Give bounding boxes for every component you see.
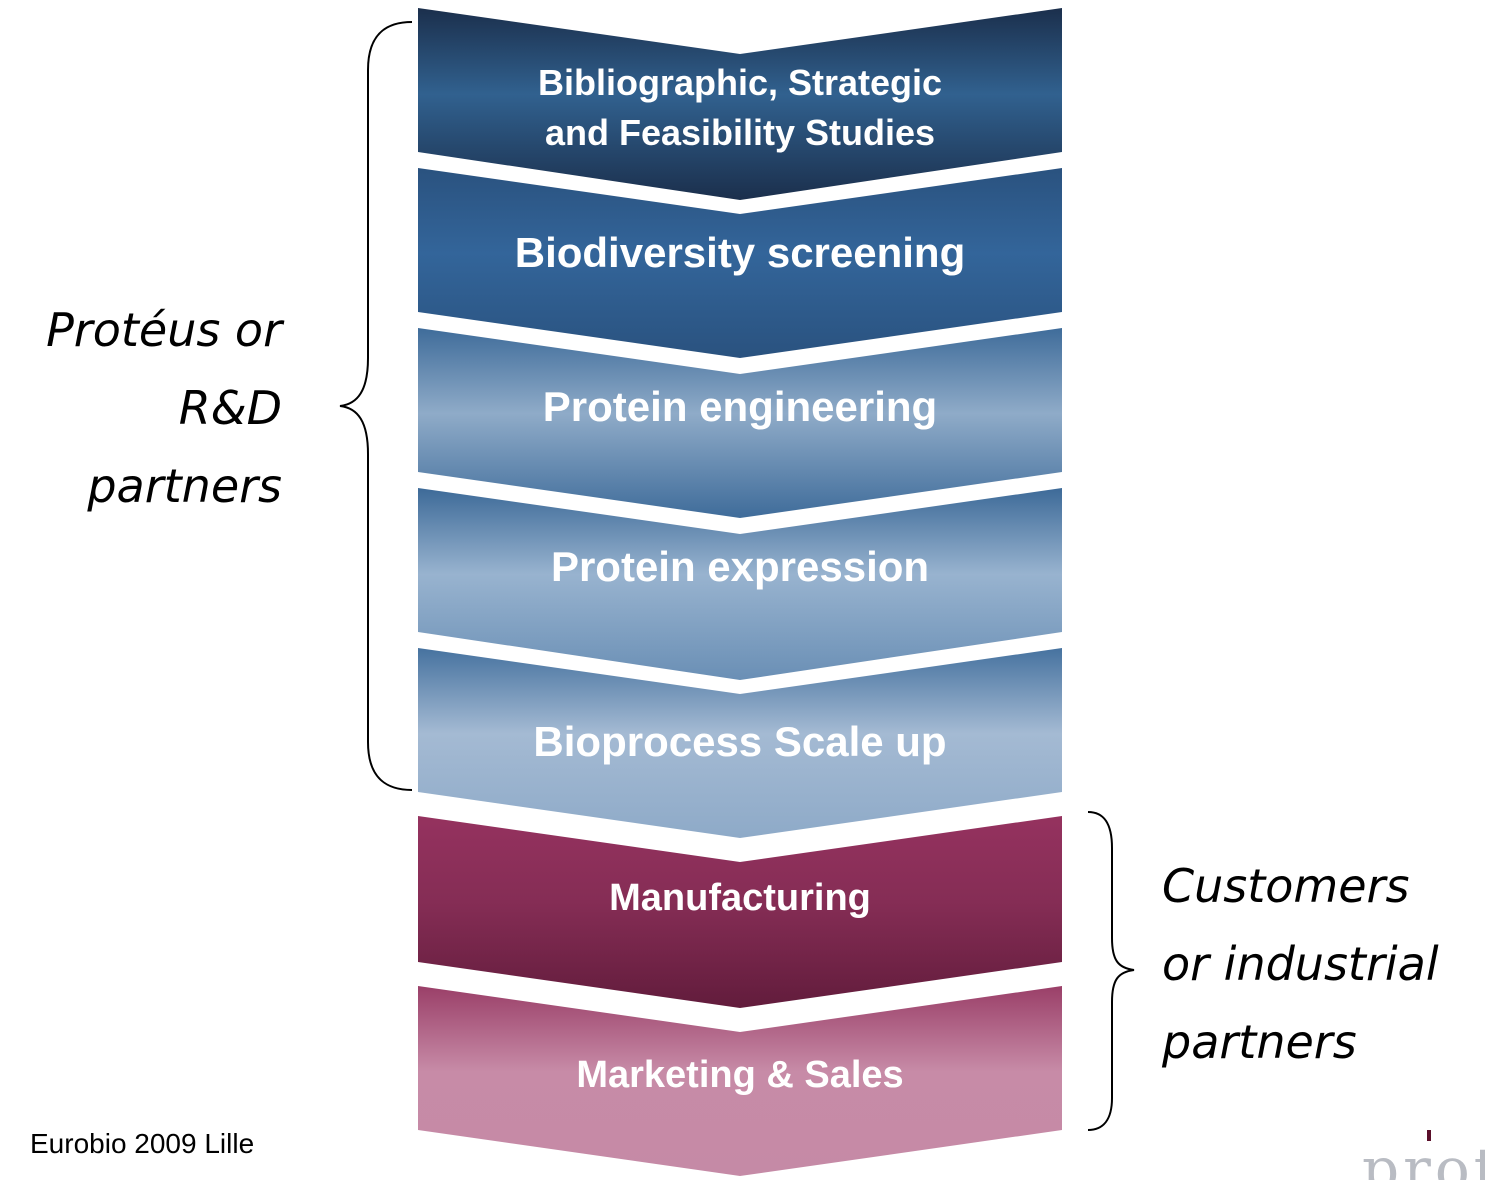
left-brace bbox=[339, 21, 413, 791]
left-group-label: Protéus or R&D partners bbox=[0, 291, 282, 525]
left-group-line: R&D bbox=[178, 381, 282, 435]
step-label: and Feasibility Studies bbox=[545, 112, 935, 153]
step-chevron bbox=[418, 8, 1062, 200]
footer-text: Eurobio 2009 Lille bbox=[30, 1128, 255, 1159]
step-label: Marketing & Sales bbox=[576, 1054, 903, 1096]
step-chevron bbox=[418, 168, 1062, 358]
step-chevron bbox=[418, 816, 1062, 1008]
right-group-line: partners bbox=[1162, 1015, 1357, 1069]
step-chevron bbox=[418, 986, 1062, 1176]
right-group-line: Customers bbox=[1162, 859, 1410, 913]
right-brace bbox=[1087, 811, 1135, 1131]
logo-accent-mark bbox=[1427, 1130, 1431, 1141]
step-chevron bbox=[418, 648, 1062, 838]
left-group-line: Protéus or bbox=[46, 303, 282, 357]
step-label: Protein engineering bbox=[543, 383, 937, 430]
step-label: Bioprocess Scale up bbox=[533, 718, 946, 765]
proteus-logo: proteus bbox=[1362, 1140, 1485, 1180]
step-label: Biodiversity screening bbox=[515, 229, 966, 276]
right-group-line: or industrial bbox=[1162, 937, 1439, 991]
right-group-label: Customers or industrial partners bbox=[1162, 847, 1439, 1081]
step-label: Bibliographic, Strategic bbox=[538, 62, 942, 103]
step-chevron bbox=[418, 488, 1062, 680]
step-chevron bbox=[418, 328, 1062, 518]
left-group-line: partners bbox=[87, 459, 282, 513]
step-label: Protein expression bbox=[551, 543, 929, 590]
step-label: Manufacturing bbox=[609, 877, 871, 919]
